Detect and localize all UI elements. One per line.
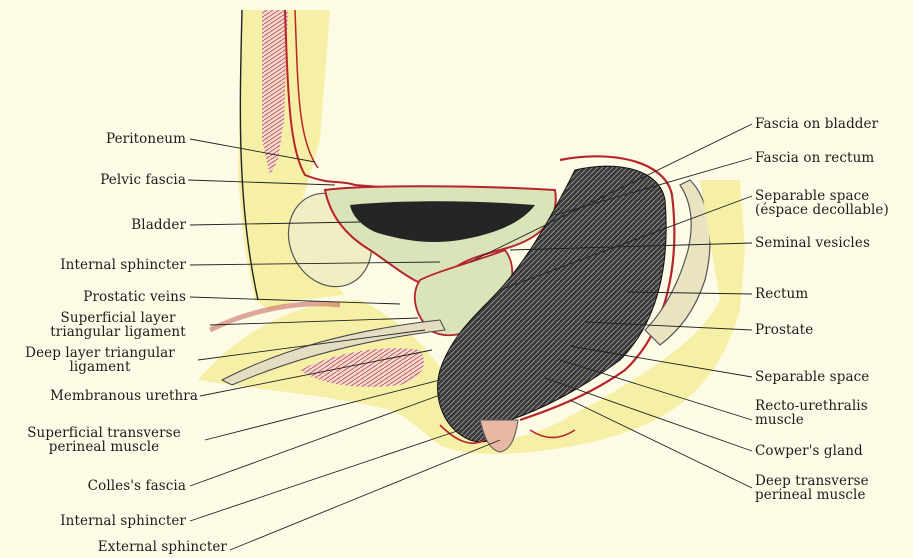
label-seminal-vesicles: Seminal vesicles (755, 236, 870, 250)
label-fascia-on-rectum: Fascia on rectum (755, 151, 874, 165)
leader-internal-sphincter-lower (190, 430, 460, 521)
label-peritoneum: Peritoneum (106, 132, 186, 146)
label-internal-sphincter-lower: Internal sphincter (60, 514, 186, 528)
label-separable-space-lower: Separable space (755, 370, 869, 384)
label-rectum: Rectum (755, 287, 808, 301)
label-prostate: Prostate (755, 323, 813, 337)
label-cowpers-gland: Cowper's gland (755, 444, 863, 458)
label-pelvic-fascia: Pelvic fascia (100, 173, 186, 187)
label-fascia-on-bladder: Fascia on bladder (755, 117, 878, 131)
label-bladder: Bladder (131, 218, 186, 232)
label-membranous-urethra: Membranous urethra (50, 389, 198, 403)
label-deep-layer: Deep layer triangular ligament (0, 346, 200, 374)
label-internal-sphincter-upper: Internal sphincter (60, 258, 186, 272)
label-deep-transverse: Deep transverse perineal muscle (755, 474, 869, 502)
label-separable-space-upper: Separable space (éspace decollable) (755, 189, 889, 217)
leader-colles (190, 395, 440, 486)
label-superficial-layer: Superficial layer triangular ligament (18, 311, 218, 339)
label-recto-urethralis: Recto-urethralis muscle (755, 399, 868, 427)
label-superficial-transverse: Superficial transverse perineal muscle (4, 426, 204, 454)
label-external-sphincter: External sphincter (98, 540, 227, 554)
label-colles-fascia: Colles's fascia (88, 479, 186, 493)
label-prostatic-veins: Prostatic veins (83, 290, 186, 304)
